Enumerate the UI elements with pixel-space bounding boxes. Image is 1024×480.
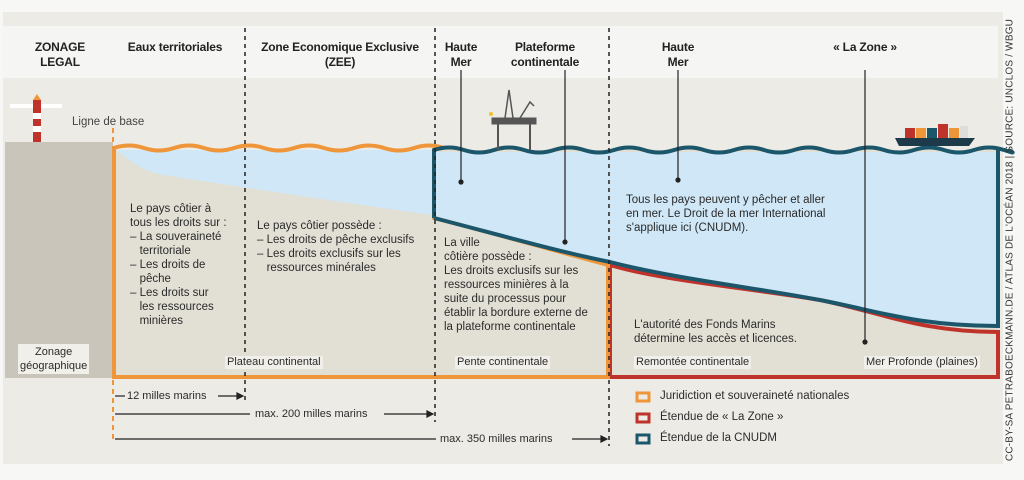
header-la-zone: « La Zone » [833, 40, 897, 54]
header-high-seas-2: Haute Mer [661, 40, 695, 69]
distance-350nm: max. 350 milles marins [440, 433, 553, 445]
label-slope: Pente continentale [455, 356, 551, 369]
legend-jurisdiction: Juridiction et souveraineté nationales [660, 390, 850, 402]
header-eez: Zone Economique Exclusive (ZEE) [261, 40, 419, 69]
header-band [3, 26, 998, 78]
shelf-rights-text: La ville côtière possède : Les droits ex… [444, 237, 588, 333]
ocean-water [436, 152, 998, 327]
container-ship-icon [895, 124, 975, 146]
cnudm-surface-line [432, 145, 1015, 218]
legend-cnudm: Étendue de la CNUDM [660, 432, 777, 444]
distance-12nm: 12 milles marins [127, 390, 207, 402]
label-rise: Remontée continentale [634, 356, 752, 369]
header-continental-shelf: Plateforme continentale [510, 40, 580, 69]
distance-arrows [115, 392, 609, 443]
legend-la-zone: Étendue de « La Zone » [660, 411, 784, 423]
pointer-lines [458, 70, 868, 345]
oil-platform-icon [489, 89, 537, 150]
legend-swatch-la-zone [635, 412, 651, 424]
high-seas-text: Tous les pays peuvent y pêcher et aller … [626, 194, 826, 234]
land [5, 142, 113, 378]
eez-rights-text: Le pays côtier possède : – Les droits de… [257, 220, 415, 274]
baseline-label: Ligne de base [72, 116, 145, 128]
legend-swatch-cnudm [635, 433, 651, 445]
coastal-water [116, 150, 433, 215]
credit-source: CC-BY-SA PETRABOECKMANN.DE / ATLAS DE L'… [1004, 18, 1016, 462]
header-high-seas-1: Haute Mer [444, 40, 478, 69]
header-territorial-waters: Eaux territoriales [127, 40, 223, 54]
territorial-rights-text: Le pays côtier à tous les droits sur : –… [130, 203, 227, 327]
territorial-sea-surface [113, 143, 445, 153]
seabed-authority-text: L'autorité des Fonds Marins détermine le… [634, 319, 797, 345]
lighthouse-icon [10, 94, 62, 142]
label-plateau: Plateau continental [225, 356, 323, 369]
legend-swatch-jurisdiction [635, 391, 651, 403]
geo-zoning-label: Zonage géographique [18, 344, 90, 374]
header-legal-zoning: ZONAGE LEGAL [34, 40, 86, 69]
label-deep-sea: Mer Profonde (plaines) [864, 356, 980, 369]
cnudm-seabed-line [433, 150, 1000, 329]
distance-200nm: max. 200 milles marins [255, 408, 368, 420]
